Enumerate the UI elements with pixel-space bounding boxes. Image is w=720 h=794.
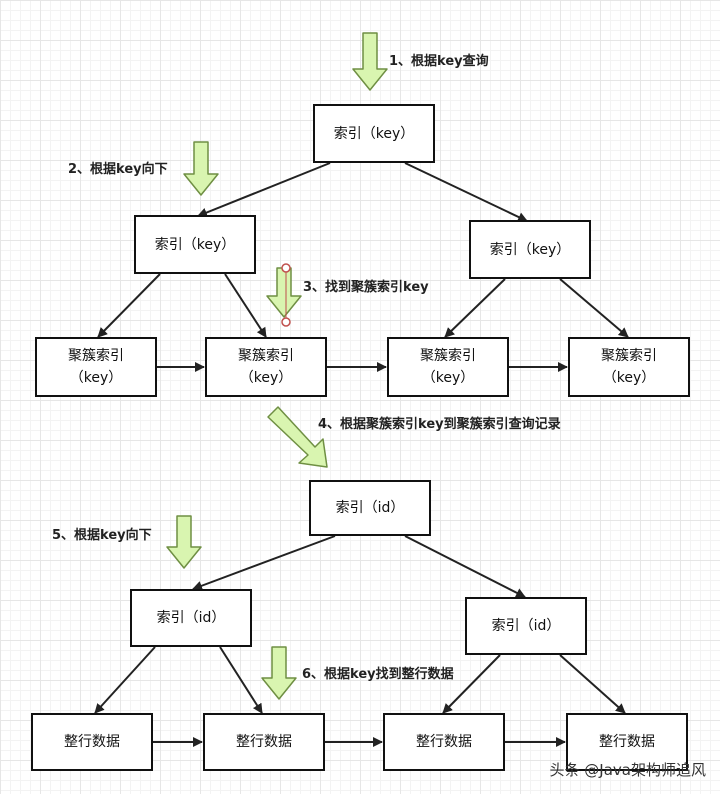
leaf-line2: （key）	[602, 370, 656, 386]
leaf-label: 整行数据	[599, 734, 655, 750]
step6-down-arrow-icon	[261, 646, 297, 700]
edge-right-leaf4	[559, 278, 629, 338]
node-label: 索引（id）	[335, 500, 405, 516]
step3-down-arrow-icon	[266, 267, 302, 318]
step1-label: 1、根据key查询	[389, 54, 489, 69]
row-data-leaf-4: 整行数据	[566, 713, 688, 771]
leaf-label: 整行数据	[236, 734, 292, 750]
edge-right-leaf3	[444, 278, 506, 338]
leaf-line2: （key）	[239, 370, 293, 386]
edge-left2-leaf1	[94, 646, 156, 714]
edge-left-leaf1	[97, 273, 161, 338]
bottom-root-node: 索引（id）	[309, 480, 431, 536]
edge-left-leaf2	[224, 273, 267, 338]
bottom-right-node: 索引（id）	[465, 597, 587, 655]
clustered-index-leaf-3: 聚簇索引 （key）	[387, 337, 509, 397]
node-label: 索引（key）	[333, 125, 415, 142]
step1-down-arrow-icon	[352, 32, 388, 91]
leaf-line1: 聚簇索引	[238, 348, 294, 364]
clustered-index-leaf-1: 聚簇索引 （key）	[35, 337, 157, 397]
watermark: 头条 @Java架构师追风	[549, 761, 706, 779]
edge-root2-left	[192, 535, 336, 591]
step3-label: 3、找到聚簇索引key	[303, 280, 429, 295]
node-label: 索引（id）	[156, 610, 226, 626]
top-root-node: 索引（key）	[313, 104, 435, 163]
step4-label: 4、根据聚簇索引key到聚簇索引查询记录	[318, 417, 561, 432]
edge-root-right	[404, 162, 528, 222]
node-label: 索引（key）	[154, 236, 236, 253]
marker-handle-top	[281, 263, 291, 273]
clustered-index-leaf-4: 聚簇索引 （key）	[568, 337, 690, 397]
edge-root-left	[197, 162, 331, 218]
step3-selection-marker	[281, 263, 291, 327]
clustered-index-leaf-2: 聚簇索引 （key）	[205, 337, 327, 397]
leaf-line1: 聚簇索引	[601, 348, 657, 364]
bottom-tree-edges	[94, 535, 626, 747]
step2-label: 2、根据key向下	[68, 162, 168, 177]
step2-down-arrow-icon	[183, 141, 219, 196]
step5-down-arrow-icon	[166, 515, 202, 569]
step4-diagonal-arrow-icon	[267, 406, 328, 468]
bottom-left-node: 索引（id）	[130, 589, 252, 647]
leaf-label: 整行数据	[64, 734, 120, 750]
row-data-leaf-1: 整行数据	[31, 713, 153, 771]
row-data-leaf-2: 整行数据	[203, 713, 325, 771]
node-label: 索引（key）	[489, 241, 571, 258]
edge-right2-leaf4	[559, 654, 626, 714]
edge-root2-right	[404, 535, 526, 598]
edge-left2-leaf2	[219, 646, 263, 714]
marker-handle-bottom	[281, 317, 291, 327]
step5-label: 5、根据key向下	[52, 528, 152, 543]
edge-right2-leaf3	[442, 654, 501, 714]
leaf-line2: （key）	[69, 370, 123, 386]
leaf-line2: （key）	[421, 370, 475, 386]
top-left-node: 索引（key）	[134, 215, 256, 274]
row-data-leaf-3: 整行数据	[383, 713, 505, 771]
top-tree-edges	[97, 162, 629, 372]
node-label: 索引（id）	[491, 618, 561, 634]
top-right-node: 索引（key）	[469, 220, 591, 279]
leaf-line1: 聚簇索引	[68, 348, 124, 364]
leaf-line1: 聚簇索引	[420, 348, 476, 364]
step6-label: 6、根据key找到整行数据	[302, 667, 454, 682]
leaf-label: 整行数据	[416, 734, 472, 750]
